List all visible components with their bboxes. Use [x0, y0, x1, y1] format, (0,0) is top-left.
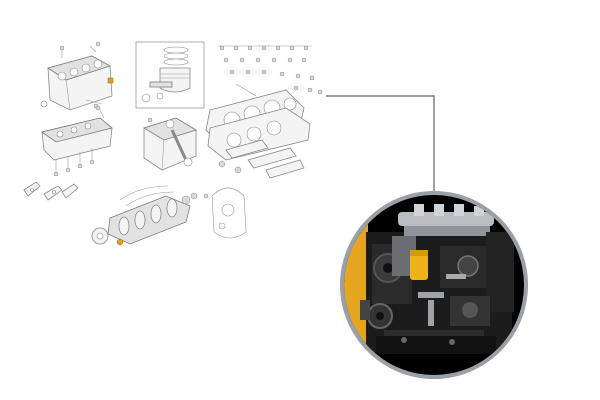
engine-photo [344, 204, 514, 375]
gasket-set-group [205, 45, 323, 179]
callout-leader-line [326, 95, 435, 192]
timing-cover-group [211, 187, 247, 239]
cylinder-block-group [40, 41, 114, 111]
connecting-rod-group [143, 117, 197, 171]
crankshaft-assembly-group [91, 185, 209, 246]
engine-photo-callout [340, 191, 528, 379]
bracket-parts-group [23, 181, 79, 201]
cylinder-head-group [41, 105, 113, 177]
piston-kit-group [135, 41, 205, 109]
